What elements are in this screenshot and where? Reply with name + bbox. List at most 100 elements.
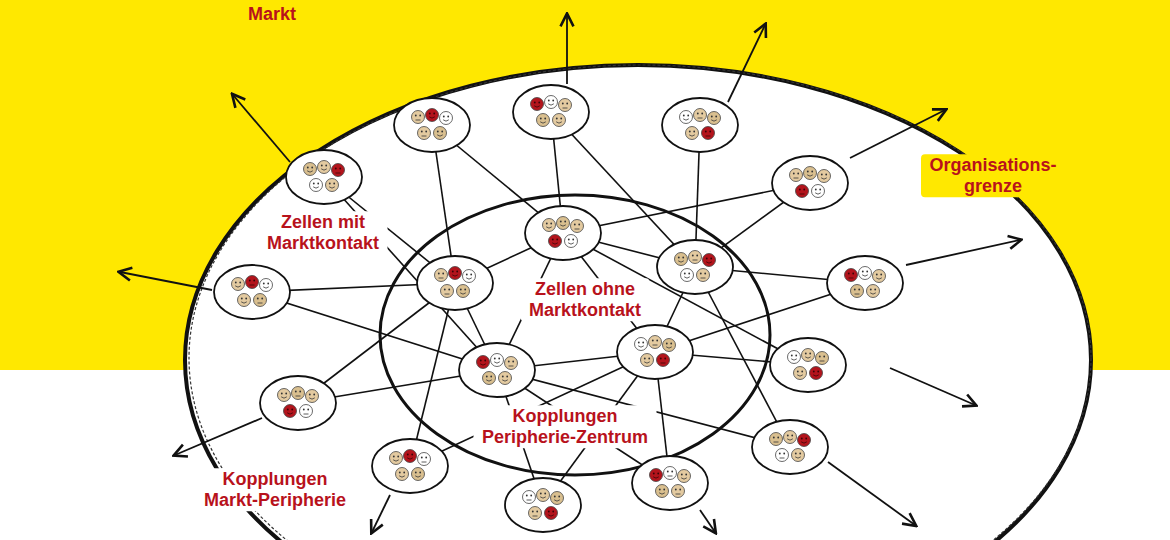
team-cell <box>525 206 601 260</box>
market-arrow <box>120 272 212 290</box>
person-face <box>804 167 817 180</box>
cell-outline <box>632 456 708 510</box>
person-face <box>404 450 417 463</box>
person-face <box>675 253 688 266</box>
person-face <box>537 114 550 127</box>
person-face <box>426 109 439 122</box>
person-face <box>300 405 313 418</box>
market-arrow <box>372 495 390 532</box>
person-face <box>689 251 702 264</box>
team-cell <box>459 343 535 397</box>
person-face <box>792 449 805 462</box>
team-cell <box>657 240 733 294</box>
team-cell <box>372 439 448 493</box>
person-face <box>686 127 699 140</box>
person-face <box>557 217 570 230</box>
person-face <box>549 235 562 248</box>
person-face <box>499 372 512 385</box>
cell-outline <box>662 98 738 152</box>
cell-outline <box>394 98 470 152</box>
person-face <box>477 356 490 369</box>
market-arrow <box>175 418 262 455</box>
person-face <box>784 431 797 444</box>
person-face <box>543 219 556 232</box>
region-label: Zellen ohne Marktkontakt <box>521 278 650 321</box>
cell-outline <box>417 256 493 310</box>
centre-boundary <box>380 195 770 475</box>
person-face <box>304 163 317 176</box>
cell-outline <box>752 420 828 474</box>
person-face <box>412 468 425 481</box>
person-face <box>463 270 476 283</box>
market-arrow <box>828 462 915 525</box>
person-face <box>238 294 251 307</box>
market-arrow <box>906 240 1020 265</box>
team-cell <box>286 150 362 204</box>
person-face <box>845 269 858 282</box>
person-face <box>694 109 707 122</box>
team-cell <box>752 420 828 474</box>
person-face <box>440 112 453 125</box>
coupling-label: Kopplungen Markt-Peripherie <box>196 468 355 511</box>
market-arrow <box>850 110 945 158</box>
person-face <box>812 185 825 198</box>
person-face <box>680 111 693 124</box>
team-cell <box>417 256 493 310</box>
person-face <box>672 485 685 498</box>
person-face <box>657 354 670 367</box>
person-face <box>254 294 267 307</box>
person-face <box>332 164 345 177</box>
person-face <box>802 349 815 362</box>
person-face <box>483 372 496 385</box>
team-cell <box>770 338 846 392</box>
coupling-line <box>324 177 497 370</box>
market-arrow <box>700 510 715 532</box>
person-face <box>635 338 648 351</box>
person-face <box>859 267 872 280</box>
person-face <box>505 357 518 370</box>
person-face <box>292 387 305 400</box>
market-arrow <box>890 368 975 405</box>
market-arrow <box>233 95 290 162</box>
person-face <box>537 489 550 502</box>
person-face <box>650 469 663 482</box>
person-face <box>418 127 431 140</box>
person-face <box>678 470 691 483</box>
person-face <box>663 339 676 352</box>
person-face <box>816 352 829 365</box>
person-face <box>790 169 803 182</box>
person-face <box>702 127 715 140</box>
team-cell <box>772 156 848 210</box>
person-face <box>559 99 572 112</box>
person-face <box>788 351 801 364</box>
cell-outline <box>214 265 290 319</box>
person-face <box>664 467 677 480</box>
person-face <box>284 405 297 418</box>
person-face <box>260 279 273 292</box>
person-face <box>531 98 544 111</box>
person-face <box>681 269 694 282</box>
person-face <box>412 111 425 124</box>
person-face <box>703 254 716 267</box>
team-cell <box>260 376 336 430</box>
person-face <box>449 267 462 280</box>
market-label: Markt <box>244 3 300 26</box>
person-face <box>457 285 470 298</box>
organisation-boundary <box>185 65 1091 540</box>
person-face <box>641 354 654 367</box>
person-face <box>441 285 454 298</box>
boundary-sketch <box>189 65 1091 540</box>
team-cell <box>632 456 708 510</box>
cell-outline <box>827 256 903 310</box>
person-face <box>491 354 504 367</box>
person-face <box>278 389 291 402</box>
person-face <box>810 367 823 380</box>
person-face <box>656 485 669 498</box>
cell-outline <box>525 206 601 260</box>
person-face <box>571 220 584 233</box>
boundary-label: Organisations- grenze <box>921 154 1065 197</box>
person-face <box>434 127 447 140</box>
person-face <box>318 161 331 174</box>
person-face <box>529 507 542 520</box>
